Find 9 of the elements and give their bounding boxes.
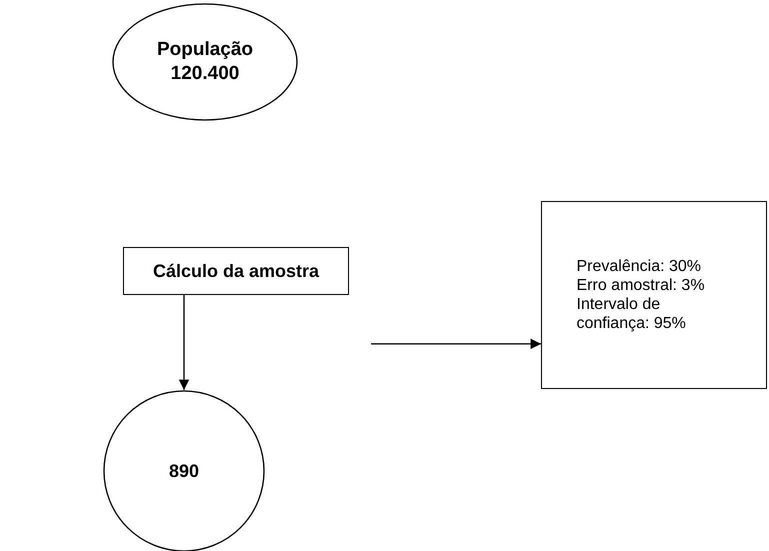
node-label: Cálculo da amostra [152, 260, 320, 282]
arrow [371, 338, 541, 350]
node-label: Prevalência: 30% Erro amostral: 3% Intervalo de confiança: 95% [576, 257, 706, 333]
info-box [541, 201, 767, 389]
node-label: 890 [168, 460, 200, 482]
ellipse-node [112, 3, 298, 121]
arrow [178, 295, 190, 390]
process-box [123, 247, 349, 295]
node-label: População 120.400 [156, 38, 254, 86]
